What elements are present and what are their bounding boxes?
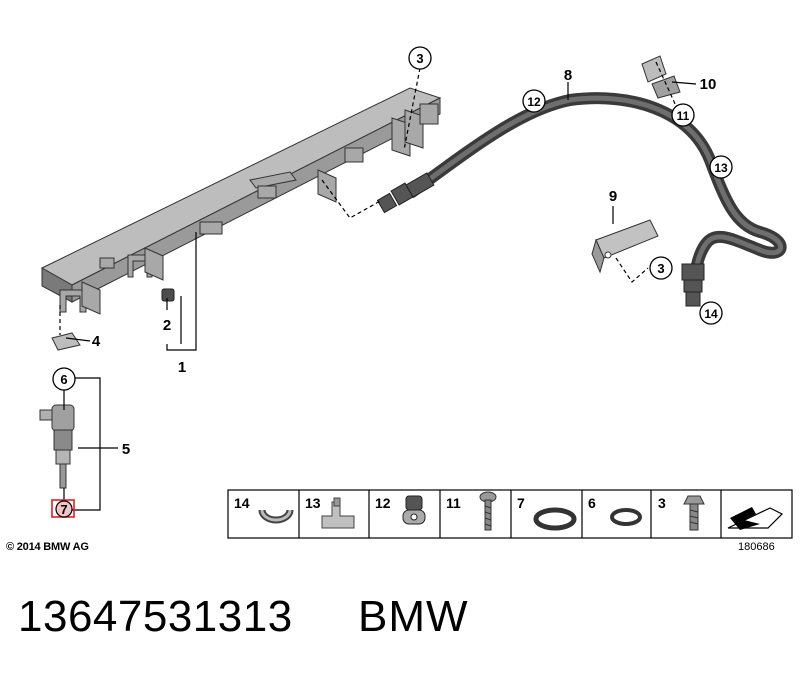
part-number: 13647531313 — [18, 592, 293, 641]
holder-icon[interactable] — [321, 497, 355, 529]
bolt-icon[interactable] — [683, 495, 705, 531]
grommet-icon[interactable] — [402, 495, 426, 525]
legend-number-14: 14 — [234, 495, 250, 511]
callout-2: 2 — [163, 317, 171, 334]
small-bracket-part[interactable] — [641, 55, 681, 99]
callout-10: 10 — [700, 76, 717, 93]
image-number: 180686 — [738, 541, 775, 553]
callout-3-top: 3 — [416, 51, 423, 66]
bracket-part[interactable] — [591, 219, 659, 274]
callout-9: 9 — [609, 188, 617, 205]
o-ring-large-icon[interactable] — [533, 507, 577, 531]
callout-7: 7 — [60, 502, 67, 517]
fuel-hose[interactable] — [376, 92, 787, 307]
callout-12: 12 — [527, 95, 541, 109]
callout-13: 13 — [714, 161, 728, 175]
callout-4: 4 — [92, 333, 101, 350]
clip-part[interactable] — [51, 332, 81, 351]
o-ring-small-icon[interactable] — [610, 508, 642, 526]
clamp-icon[interactable] — [258, 509, 294, 524]
callout-5: 5 — [122, 441, 130, 458]
nut-part[interactable] — [161, 288, 175, 302]
callout-6: 6 — [60, 372, 67, 387]
callout-14: 14 — [704, 307, 718, 321]
callout-3-right: 3 — [657, 261, 664, 276]
callout-8: 8 — [564, 67, 572, 84]
fuel-injector[interactable] — [39, 404, 75, 489]
legend-number-13: 13 — [305, 495, 321, 511]
callout-11: 11 — [677, 109, 690, 123]
callout-1: 1 — [178, 359, 186, 376]
legend-number-11: 11 — [446, 495, 461, 511]
legend-strip: 14 13 12 11 7 6 3 — [227, 489, 793, 539]
fuel-rail[interactable] — [40, 87, 442, 315]
legend-number-12: 12 — [375, 495, 391, 511]
arrow-symbol-icon — [727, 507, 784, 530]
leader-lines — [59, 61, 697, 511]
copyright-text: © 2014 BMW AG — [6, 541, 89, 553]
legend-number-6: 6 — [588, 495, 596, 511]
legend-number-7: 7 — [517, 495, 525, 511]
brand-name: BMW — [358, 592, 469, 641]
screw-icon[interactable] — [479, 491, 497, 531]
callouts: 3 8 12 10 11 13 9 3 14 2 4 1 6 5 7 — [51, 46, 733, 518]
legend-number-3: 3 — [658, 495, 666, 511]
